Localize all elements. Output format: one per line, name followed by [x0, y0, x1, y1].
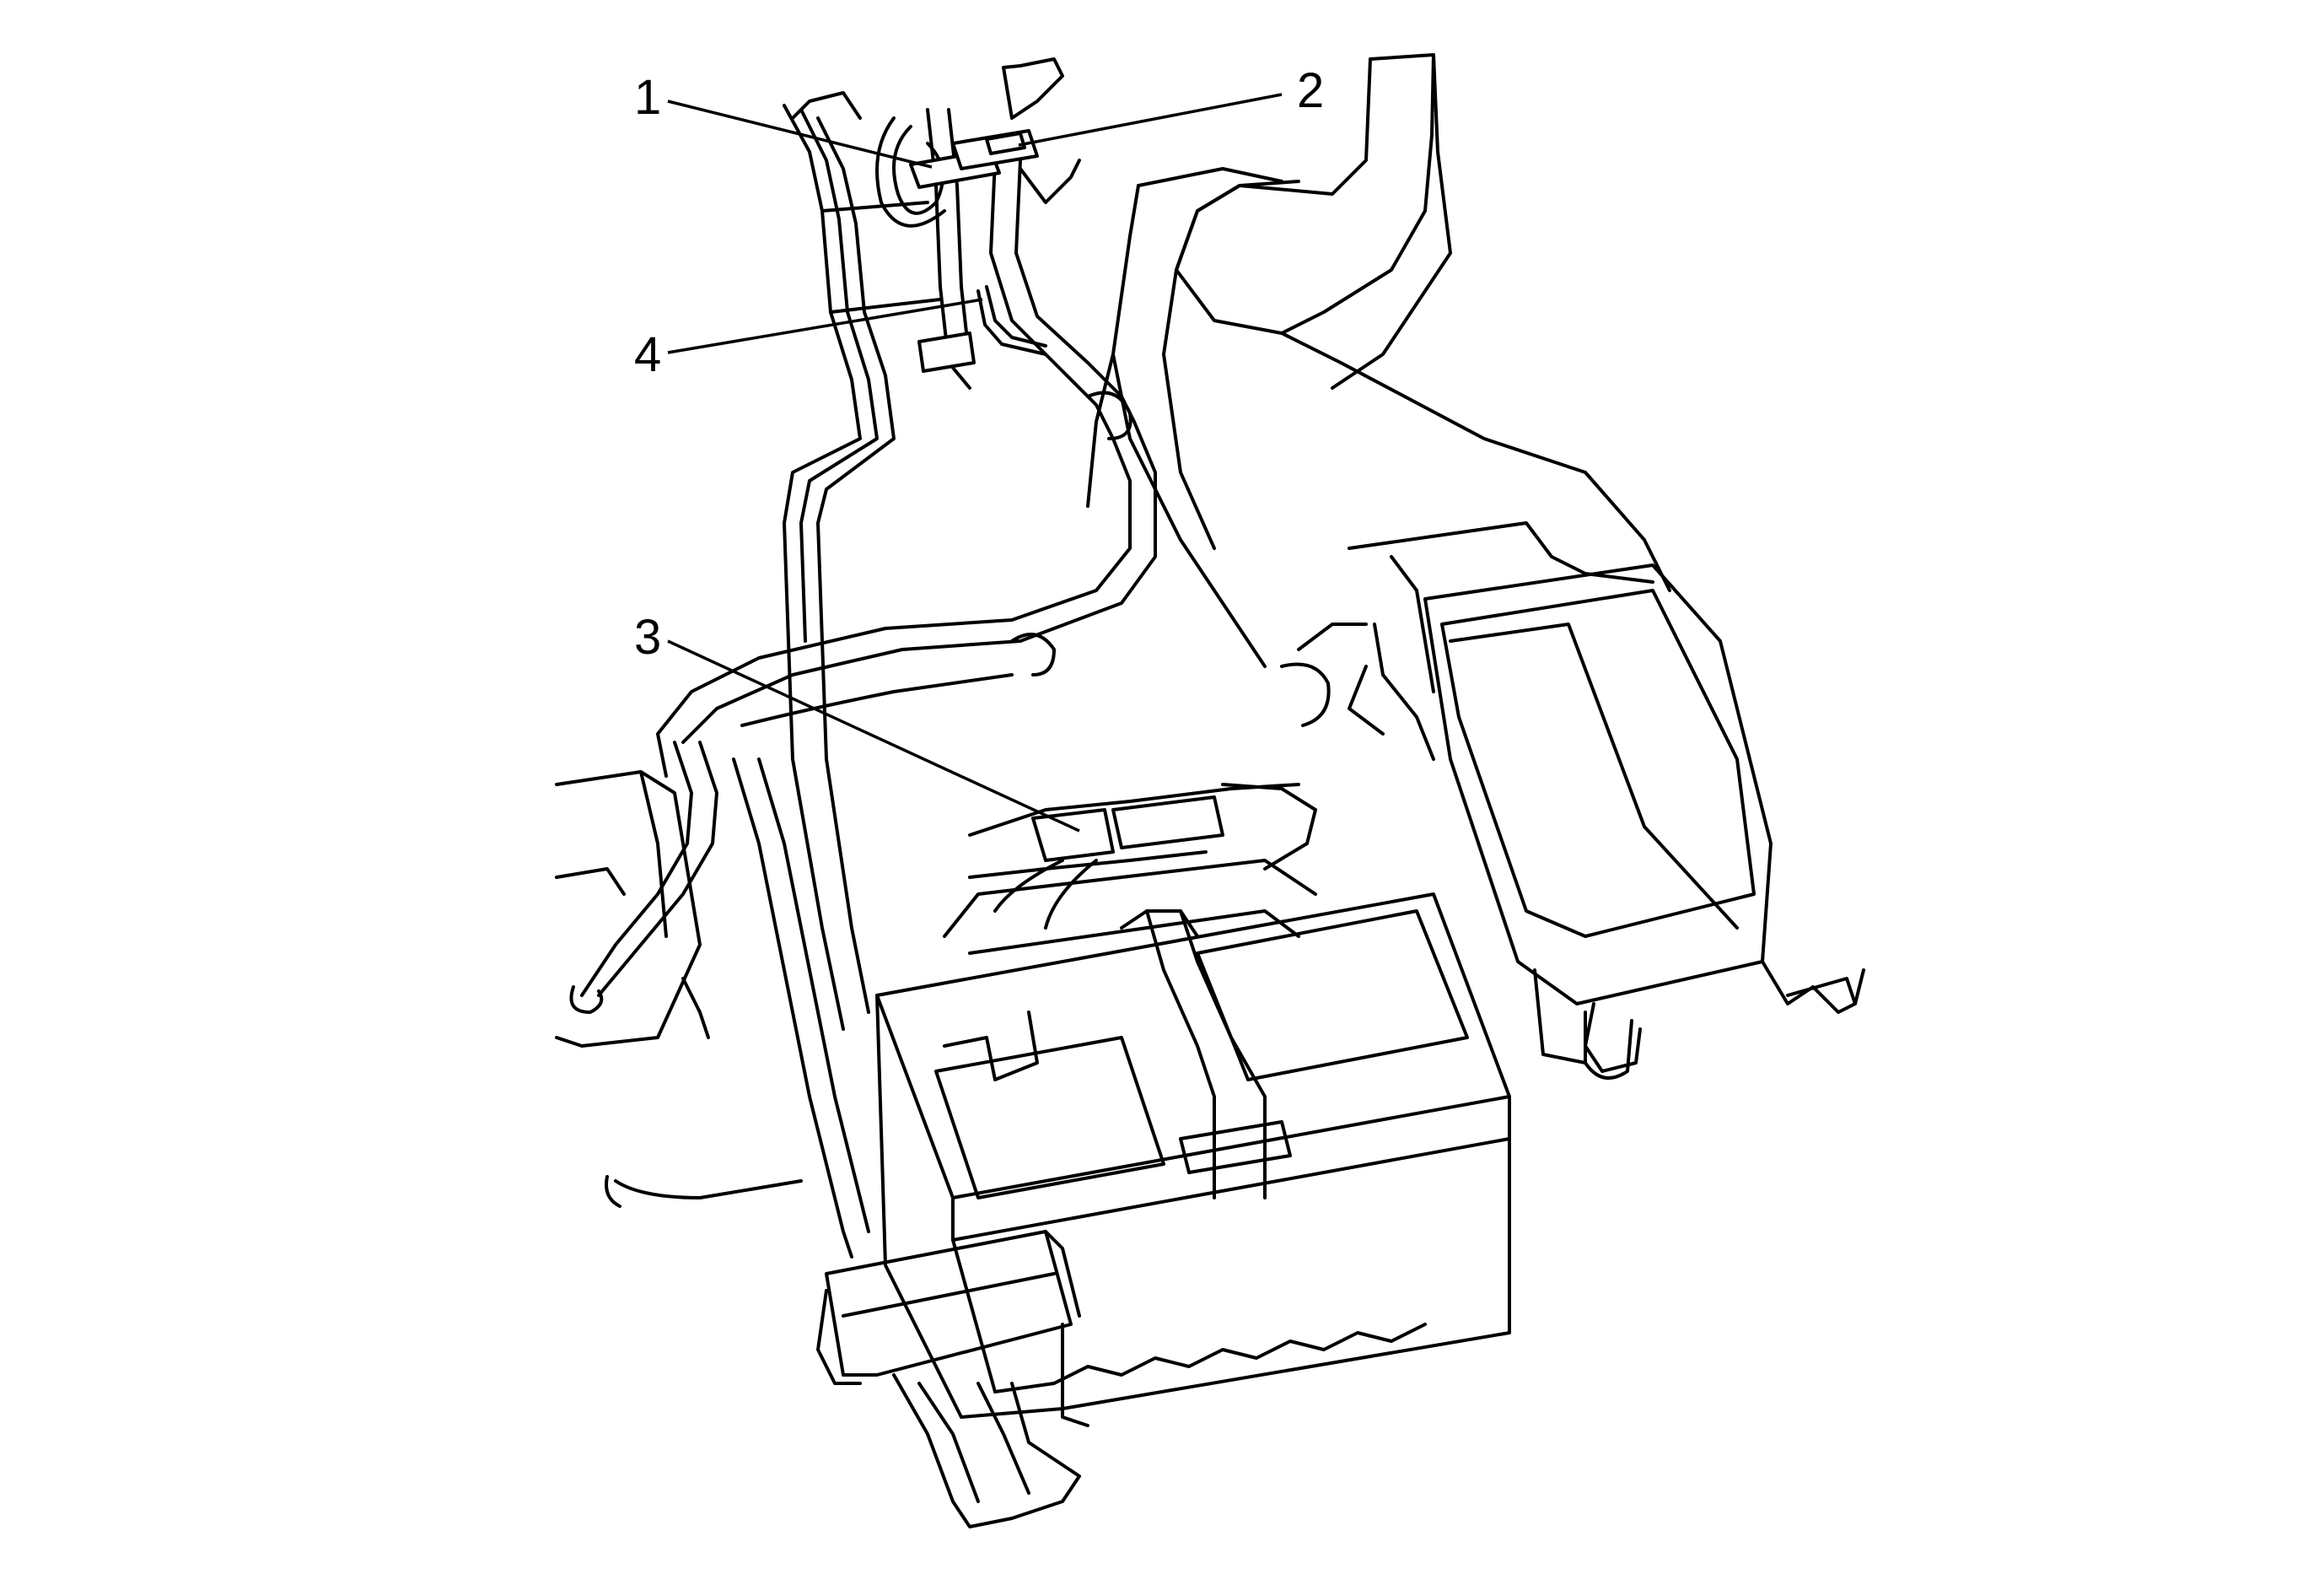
callout-3: 3: [634, 610, 661, 665]
battery-tray: [605, 673, 1014, 1259]
ground-strap: [917, 285, 1047, 373]
main-harness: [569, 420, 1157, 1014]
top-connector-block: [909, 129, 1039, 189]
left-bracket: [555, 770, 710, 1048]
battery: [875, 859, 1511, 1419]
callout-1: 1: [634, 70, 661, 125]
leader-3: [667, 639, 1080, 833]
fuse-block-stud: [1584, 1011, 1633, 1080]
negative-cable: [968, 783, 1317, 930]
callout-4: 4: [634, 327, 661, 382]
air-intake-duct: [1086, 53, 1671, 668]
callout-leaders: [667, 93, 1283, 833]
cable-channel-bracket: [783, 57, 1064, 1031]
callout-2: 2: [1297, 63, 1324, 118]
callout-labels: 1 2 4 3: [634, 63, 1324, 665]
leader-4: [667, 298, 983, 354]
leader-1: [667, 100, 933, 169]
cable-loops-top: [875, 116, 1136, 440]
underhood-fuse-block: [1280, 521, 1865, 1073]
battery-fuse-module: [816, 1230, 1089, 1528]
leader-2: [1018, 93, 1283, 147]
